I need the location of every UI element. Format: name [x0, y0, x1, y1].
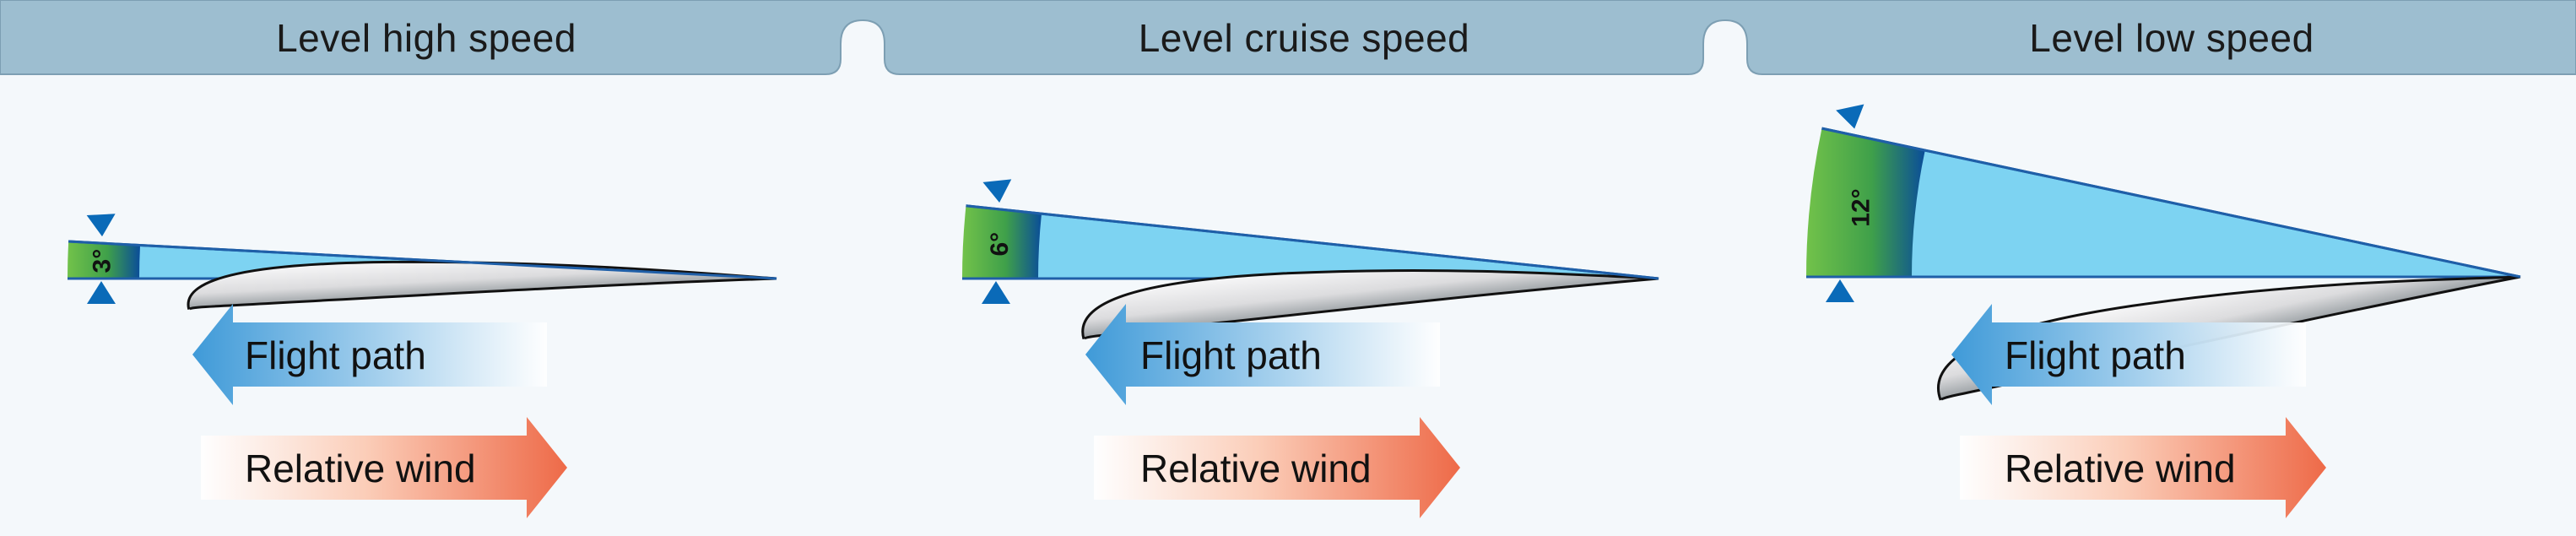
angle-label-cruise-speed: 6° — [986, 232, 1014, 257]
panel-title-low-speed: Level low speed — [2029, 16, 2314, 60]
marker-top-high-speed — [86, 214, 116, 237]
panel-cruise-speed: 6° — [962, 179, 1659, 518]
angle-arc-low-speed — [1806, 128, 1925, 277]
flight-path-label-low-speed: Flight path — [2005, 333, 2186, 377]
chord-overlay-low-speed — [1821, 127, 2521, 279]
panel-high-speed: 3° — [68, 214, 777, 518]
angle-label-low-speed: 12° — [1848, 188, 1875, 226]
flight-path-arrow-cruise-speed — [1085, 304, 1440, 405]
angle-arc-cruise-speed — [962, 205, 1042, 279]
chord-overlay-high-speed — [68, 240, 777, 280]
marker-bottom-low-speed — [1826, 279, 1854, 302]
relative-wind-arrow-high-speed — [201, 417, 567, 518]
flight-path-arrow-high-speed — [192, 304, 547, 405]
flight-path-label-cruise-speed: Flight path — [1140, 333, 1322, 377]
relative-wind-label-high-speed: Relative wind — [245, 447, 476, 490]
marker-top-low-speed — [1836, 104, 1864, 129]
relative-wind-arrow-low-speed — [1960, 417, 2326, 518]
flight-path-arrow-low-speed — [1951, 304, 2306, 405]
panel-title-high-speed: Level high speed — [276, 16, 576, 60]
flight-path-label-high-speed: Flight path — [245, 333, 426, 377]
relative-wind-label-cruise-speed: Relative wind — [1140, 447, 1372, 490]
marker-top-cruise-speed — [982, 179, 1012, 203]
marker-bottom-cruise-speed — [982, 281, 1010, 304]
angle-label-high-speed: 3° — [89, 249, 116, 273]
panel-title-cruise-speed: Level cruise speed — [1138, 16, 1470, 60]
chord-overlay-cruise-speed — [966, 204, 1659, 280]
marker-bottom-high-speed — [87, 281, 116, 304]
header-band — [0, 0, 2576, 75]
angle-arc-high-speed — [68, 241, 141, 279]
relative-wind-arrow-cruise-speed — [1094, 417, 1460, 518]
panel-low-speed: 12° — [1806, 104, 2521, 518]
relative-wind-label-low-speed: Relative wind — [2005, 447, 2236, 490]
